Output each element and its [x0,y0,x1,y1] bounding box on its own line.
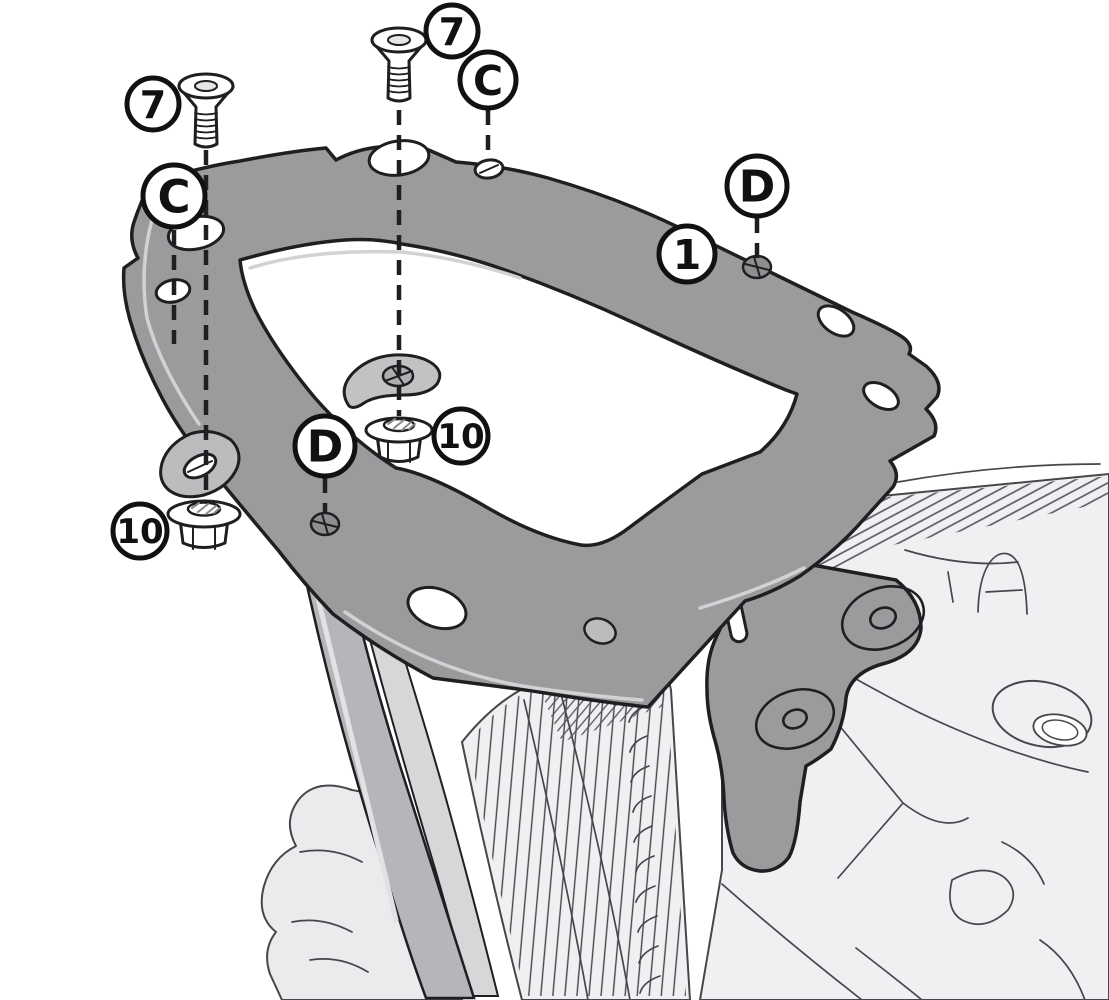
callout-label: 10 [116,512,163,552]
frame-cylinder [991,680,1093,748]
countersunk-screw-left [177,72,235,149]
body-contour-lines [721,549,1089,1000]
screw-threads [387,66,411,94]
hole-bottom-large [406,585,468,631]
callout-D-right: D [724,153,790,219]
screw-threads [194,112,218,140]
callout-label: 7 [140,83,166,127]
flange-nut-center [364,416,434,463]
grab-rail-outer [297,542,476,1000]
callout-circle [431,406,491,466]
hole-d-right [741,254,773,280]
callout-label: 1 [673,231,702,279]
leader-lines [171,110,760,514]
callout-label: D [739,162,776,213]
hole-bottom-small [583,617,617,645]
grab-rail-inner [345,548,500,997]
hole-right-upper [816,304,856,338]
seat-seam-lines [523,689,631,1000]
body-detail-pocket [949,869,1015,926]
callout-label: C [157,171,190,224]
nut-thread-texture [191,502,221,515]
hole-screw-top [367,139,431,177]
callout-D-mid: D [292,413,358,479]
seam-tick-marks [628,705,661,994]
callout-C-left: C [140,162,208,230]
callout-1-plate: 1 [656,223,718,285]
seat-rib-texture [468,671,686,996]
body-detail-a-shape [977,552,1028,615]
cowl-grille-hatch [742,476,1109,608]
plate-edge-highlight-cutout [248,249,522,280]
center-mounting-tab [342,353,442,409]
plate-edge-highlight-bottom [343,610,644,702]
callout-circle [457,49,519,111]
callout-circle [140,162,208,230]
callout-circle [292,413,358,479]
plate-edge-highlight-right [698,566,806,610]
callout-label: 7 [439,10,465,54]
callout-circle [656,223,718,285]
cowl-lip-line [897,463,1101,483]
hole-d-mid [309,511,341,537]
nut-thread-texture [387,418,416,431]
hole-c-top [473,158,505,180]
callout-label: 10 [437,417,484,457]
arm-mount-hole-lower [754,688,836,750]
countersunk-screw-top [370,26,428,103]
callout-circle [423,2,481,60]
callout-circle [124,75,182,133]
arm-mount-hole-upper [840,585,926,651]
flange-nut-left [166,499,242,550]
callout-circle [724,153,790,219]
plate-edge-highlight-left [142,204,201,426]
rack-plate [121,139,941,709]
grab-rail-highlight [307,562,399,923]
callout-10-mid: 10 [431,406,491,466]
callout-7-top: 7 [423,2,481,60]
callout-label: D [307,422,344,473]
callout-circle [110,501,170,561]
grab-rails [297,542,500,1000]
callout-10-left: 10 [110,501,170,561]
callout-label: C [473,57,503,105]
callout-7-left: 7 [124,75,182,133]
callout-C-top: C [457,49,519,111]
hole-right-lower [862,381,900,411]
rear-arm-shape [705,554,923,873]
